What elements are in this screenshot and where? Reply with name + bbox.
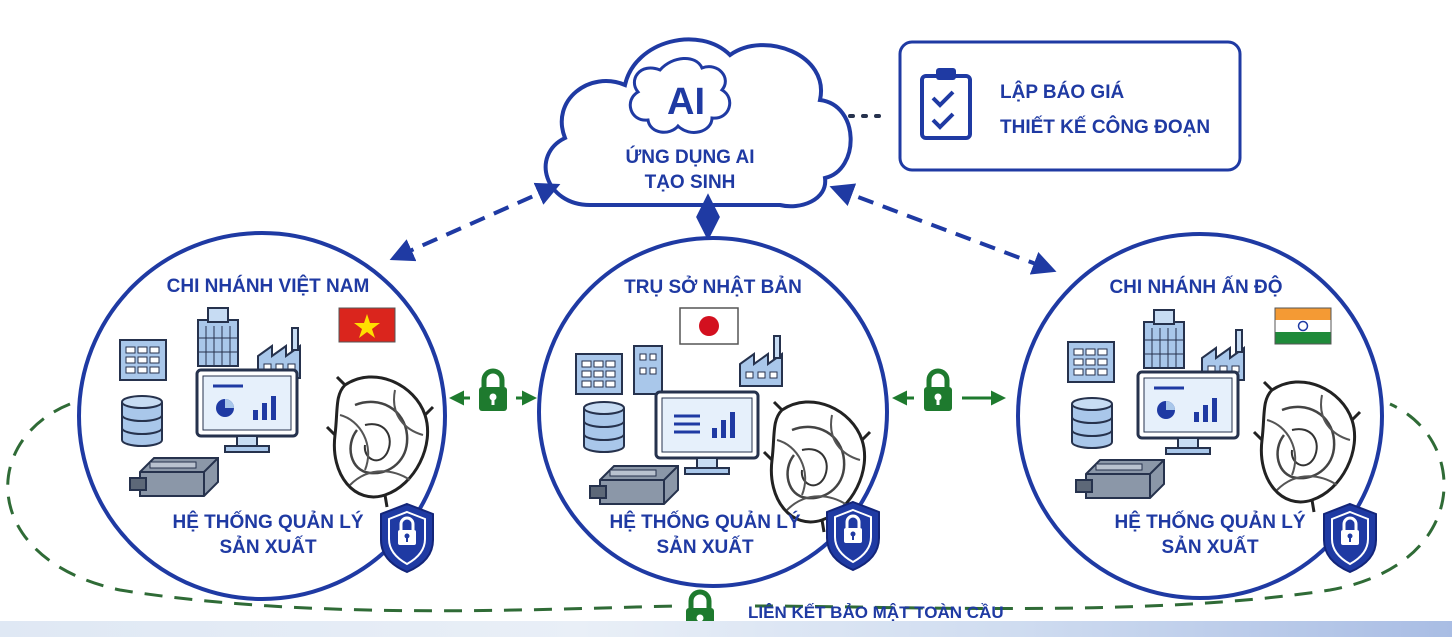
japan-flag-icon [679, 307, 739, 345]
database-icon [583, 401, 625, 453]
site-india-system2: SẢN XUẤT [1161, 536, 1259, 558]
india-flag-icon [1274, 307, 1332, 345]
clipboard-check-icon [920, 68, 972, 140]
svg-text:AI: AI [667, 81, 705, 123]
site-india-title: CHI NHÁNH ẤN ĐỘ [1109, 276, 1282, 298]
office-building-icon [575, 353, 623, 395]
database-icon [121, 395, 163, 447]
site-japan-system2: SẢN XUẤT [656, 536, 754, 558]
site-vietnam-system1: HỆ THỐNG QUẢN LÝ [172, 511, 363, 533]
site-vietnam: CHI NHÁNH VIỆT NAM HỆ THỐNG QUẢN LÝ SẢN … [77, 231, 447, 601]
site-india: CHI NHÁNH ẤN ĐỘ HỆ THỐNG QUẢN LÝ SẢN XUẤ… [1016, 232, 1384, 600]
cloud-line2: TẠO SINH [645, 172, 736, 193]
task-line2: THIẾT KẾ CÔNG ĐOẠN [1000, 116, 1210, 138]
site-india-system1: HỆ THỐNG QUẢN LÝ [1114, 511, 1305, 533]
secure-link-japan-india [892, 371, 1006, 411]
vietnam-flag-icon [338, 307, 396, 343]
arrow-cloud-vietnam [389, 182, 561, 262]
office-building-icon [1067, 341, 1115, 383]
site-japan-title: TRỤ SỞ NHẬT BẢN [624, 276, 802, 298]
bottom-band [0, 621, 1452, 637]
office-building-icon [119, 339, 167, 381]
database-icon [1071, 397, 1113, 449]
global-link-label: LIÊN KẾT BẢO MẬT TOÀN CẦU [748, 603, 1004, 622]
ai-logo: AI [667, 81, 705, 123]
shield-lock-icon [1322, 502, 1378, 574]
arrow-cloud-india [829, 183, 1057, 275]
task-line1: LẬP BÁO GIÁ [1000, 81, 1124, 103]
shield-lock-icon [379, 502, 435, 574]
padlock-icon [479, 371, 507, 411]
site-vietnam-title: CHI NHÁNH VIỆT NAM [167, 275, 370, 297]
global-secure-link-loop [6, 402, 1446, 613]
site-japan-system1: HỆ THỐNG QUẢN LÝ [609, 511, 800, 533]
monitor-chart-icon [654, 390, 760, 475]
padlock-icon [924, 371, 952, 411]
secure-link-vietnam-japan [449, 371, 537, 411]
small-building-icon [633, 345, 663, 395]
cloud-icon [543, 37, 853, 209]
cloud-line1: ỨNG DỤNG AI [625, 146, 754, 168]
shield-lock-icon [825, 500, 881, 572]
site-vietnam-system2: SẢN XUẤT [219, 536, 317, 558]
site-japan: TRỤ SỞ NHẬT BẢN H [537, 236, 889, 588]
task-box [898, 40, 1242, 172]
